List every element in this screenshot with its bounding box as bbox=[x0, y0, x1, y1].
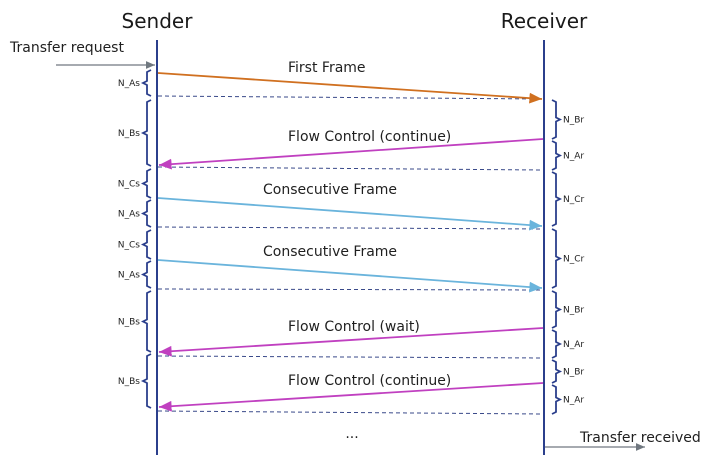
timer-label: N_Ar bbox=[563, 340, 584, 350]
transfer-request-label: Transfer request bbox=[9, 40, 124, 56]
receiver-timer-braces: N_BrN_ArN_CrN_CrN_BrN_ArN_BrN_Ar bbox=[551, 99, 585, 415]
timer-label: N_Ar bbox=[563, 152, 584, 162]
sender-title: Sender bbox=[122, 9, 194, 33]
receiver-title: Receiver bbox=[501, 9, 588, 33]
dashed-line bbox=[157, 288, 544, 291]
ellipsis: ... bbox=[345, 426, 358, 442]
timer-label: N_Bs bbox=[118, 129, 140, 139]
timer-label: N_As bbox=[118, 271, 140, 281]
timer-brace bbox=[140, 168, 152, 199]
dashed-line bbox=[157, 166, 544, 171]
timer-brace bbox=[551, 99, 563, 140]
timer-brace bbox=[140, 290, 152, 353]
timer-brace bbox=[140, 69, 152, 97]
dashed-line bbox=[157, 95, 544, 100]
message-label: First Frame bbox=[288, 60, 366, 76]
timer-brace bbox=[140, 260, 152, 289]
message-label: Flow Control (continue) bbox=[288, 129, 451, 145]
timer-label: N_Br bbox=[563, 368, 584, 378]
timer-label: N_Ar bbox=[563, 396, 584, 406]
timer-label: N_As bbox=[118, 79, 140, 89]
sender-timer-braces: N_AsN_BsN_CsN_AsN_CsN_AsN_BsN_Bs bbox=[118, 69, 152, 409]
message-label: Consecutive Frame bbox=[263, 244, 397, 260]
message-arrow-consecutive-frame bbox=[157, 259, 543, 293]
timer-brace bbox=[551, 290, 563, 329]
timer-brace bbox=[140, 353, 152, 409]
timer-brace bbox=[551, 384, 563, 415]
timer-brace bbox=[140, 99, 152, 167]
timer-label: N_Br bbox=[563, 116, 584, 126]
timer-brace bbox=[551, 140, 563, 171]
message-arrow-first-frame bbox=[157, 72, 543, 104]
timer-label: N_As bbox=[118, 210, 140, 220]
dashed-line bbox=[157, 226, 544, 230]
timer-brace bbox=[140, 229, 152, 260]
dashed-line bbox=[157, 355, 544, 359]
message-label: Flow Control (continue) bbox=[288, 373, 451, 389]
message-arrow-flow-control bbox=[158, 382, 544, 412]
timer-label: N_Cs bbox=[118, 180, 141, 190]
message-label: Flow Control (wait) bbox=[288, 319, 420, 335]
message-arrow-consecutive-frame bbox=[157, 197, 543, 231]
message-label: Consecutive Frame bbox=[263, 182, 397, 198]
timer-brace bbox=[551, 359, 563, 384]
timer-label: N_Cr bbox=[563, 255, 585, 265]
dashed-line bbox=[157, 410, 544, 415]
timer-label: N_Cr bbox=[563, 195, 585, 205]
message-arrow-flow-control bbox=[158, 138, 544, 170]
timer-brace bbox=[551, 228, 563, 289]
timer-label: N_Bs bbox=[118, 318, 140, 328]
timer-label: N_Bs bbox=[118, 377, 140, 387]
timer-label: N_Cs bbox=[118, 241, 141, 251]
confirmation-lines bbox=[157, 95, 544, 415]
transfer-received-label: Transfer received bbox=[579, 430, 701, 446]
timer-brace bbox=[140, 199, 152, 228]
timer-label: N_Br bbox=[563, 306, 584, 316]
timer-brace bbox=[551, 171, 563, 227]
timer-brace bbox=[551, 329, 563, 359]
message-arrow-flow-control bbox=[158, 327, 544, 357]
